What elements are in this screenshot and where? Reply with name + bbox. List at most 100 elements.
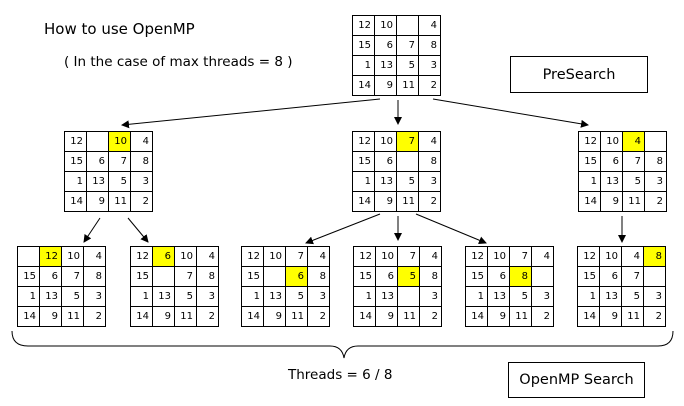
puzzle-cell <box>264 267 286 287</box>
puzzle-cell: 8 <box>419 36 441 56</box>
puzzle-cell: 6 <box>87 152 109 172</box>
puzzle-cell: 4 <box>308 247 330 267</box>
puzzle-cell: 6 <box>40 267 62 287</box>
puzzle-cell: 1 <box>65 172 87 192</box>
puzzle-cell: 4 <box>532 247 554 267</box>
puzzle-cell: 13 <box>153 287 175 307</box>
puzzle-cell: 1 <box>579 172 601 192</box>
puzzle-cell: 6 <box>600 267 622 287</box>
puzzle-cell: 1 <box>18 287 40 307</box>
puzzle-cell: 4 <box>622 247 644 267</box>
puzzle-cell: 4 <box>420 247 442 267</box>
arrow-mid-left-to-leaf-1 <box>83 217 101 243</box>
puzzle-cell: 5 <box>62 287 84 307</box>
puzzle-cell: 14 <box>18 307 40 327</box>
puzzle-cell: 5 <box>623 172 645 192</box>
puzzle-cell <box>153 267 175 287</box>
puzzle-cell: 6 <box>286 267 308 287</box>
puzzle-cell: 6 <box>375 152 397 172</box>
puzzle-cell: 5 <box>397 56 419 76</box>
puzzle-cell: 11 <box>397 76 419 96</box>
puzzle-cell: 7 <box>286 247 308 267</box>
puzzle-cell: 14 <box>242 307 264 327</box>
puzzle-cell: 2 <box>532 307 554 327</box>
arrow-root-to-mid-right <box>432 98 589 128</box>
puzzle-cell: 7 <box>397 36 419 56</box>
puzzle-cell: 12 <box>354 247 376 267</box>
puzzle-cell: 11 <box>286 307 308 327</box>
puzzle-cell: 4 <box>131 132 153 152</box>
puzzle-cell: 15 <box>579 152 601 172</box>
puzzle-cell: 1 <box>353 56 375 76</box>
puzzle-cell: 14 <box>354 307 376 327</box>
puzzle-cell: 8 <box>197 267 219 287</box>
puzzle-cell: 15 <box>18 267 40 287</box>
puzzle-cell: 13 <box>488 287 510 307</box>
arrow-mid-center-to-leaf-5 <box>415 213 487 245</box>
puzzle-cell: 2 <box>197 307 219 327</box>
puzzle-cell: 15 <box>578 267 600 287</box>
puzzle-cell: 5 <box>398 267 420 287</box>
puzzle-cell: 10 <box>488 247 510 267</box>
presearch-label: PreSearch <box>542 66 616 83</box>
puzzle-cell: 12 <box>131 247 153 267</box>
puzzle-cell: 6 <box>601 152 623 172</box>
puzzle-cell: 7 <box>398 247 420 267</box>
puzzle-cell: 11 <box>62 307 84 327</box>
puzzle-cell: 5 <box>109 172 131 192</box>
puzzle-cell: 15 <box>131 267 153 287</box>
puzzle-cell: 13 <box>40 287 62 307</box>
puzzle-cell: 8 <box>419 152 441 172</box>
puzzle-cell: 15 <box>353 36 375 56</box>
puzzle-cell: 12 <box>353 132 375 152</box>
puzzle-cell: 14 <box>131 307 153 327</box>
puzzle-cell: 3 <box>131 172 153 192</box>
puzzle-cell <box>18 247 40 267</box>
puzzle-cell: 7 <box>622 267 644 287</box>
puzzle-cell <box>397 16 419 36</box>
puzzle-cell: 11 <box>397 192 419 212</box>
puzzle-cell: 3 <box>308 287 330 307</box>
puzzle-cell: 12 <box>578 247 600 267</box>
puzzle-cell: 2 <box>308 307 330 327</box>
puzzle-cell: 14 <box>466 307 488 327</box>
puzzle-cell: 7 <box>109 152 131 172</box>
puzzle-cell: 14 <box>578 307 600 327</box>
puzzle-cell: 4 <box>84 247 106 267</box>
puzzle-cell: 11 <box>622 307 644 327</box>
puzzle-cell: 3 <box>419 56 441 76</box>
puzzle-cell: 8 <box>510 267 532 287</box>
puzzle-cell: 11 <box>398 307 420 327</box>
puzzle-cell: 4 <box>623 132 645 152</box>
bottom-brace <box>11 330 674 359</box>
puzzle-cell: 13 <box>375 172 397 192</box>
puzzle-cell: 4 <box>419 132 441 152</box>
puzzle-cell: 2 <box>419 76 441 96</box>
puzzle-cell: 9 <box>601 192 623 212</box>
puzzle-cell: 6 <box>153 247 175 267</box>
puzzle-cell: 8 <box>308 267 330 287</box>
puzzle-cell: 15 <box>353 152 375 172</box>
puzzle-cell: 7 <box>623 152 645 172</box>
puzzle-cell: 12 <box>466 247 488 267</box>
puzzle-cell: 1 <box>466 287 488 307</box>
puzzle-cell: 15 <box>242 267 264 287</box>
puzzle-cell: 9 <box>153 307 175 327</box>
puzzle-cell: 5 <box>510 287 532 307</box>
arrow-mid-center-to-leaf-3 <box>305 213 381 245</box>
puzzle-cell: 2 <box>131 192 153 212</box>
puzzle-cell: 6 <box>376 267 398 287</box>
puzzle-cell: 11 <box>109 192 131 212</box>
puzzle-cell: 15 <box>354 267 376 287</box>
puzzle-cell: 10 <box>600 247 622 267</box>
puzzle-cell: 13 <box>264 287 286 307</box>
puzzle-cell: 13 <box>600 287 622 307</box>
diagram-subtitle: ( In the case of max threads = 8 ) <box>64 54 293 70</box>
puzzle-cell: 7 <box>62 267 84 287</box>
puzzle-cell: 9 <box>264 307 286 327</box>
